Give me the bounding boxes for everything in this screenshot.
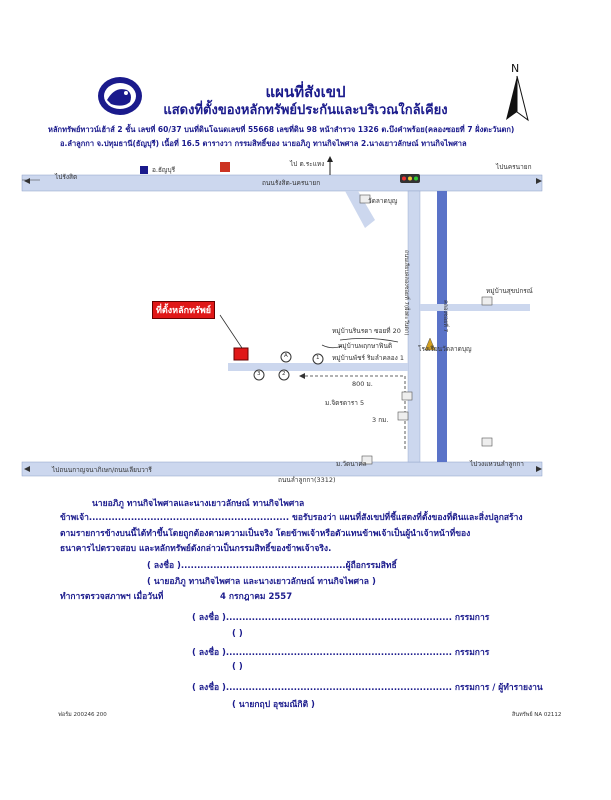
label-to-rangsit: ไปรังสิต [55, 173, 78, 181]
label-road-bottom: ถนนลำลูกกา(3312) [278, 476, 336, 484]
committee-signature-2: ( ลงชื่อ )..............................… [192, 648, 490, 658]
declaration-owners: นายอภิภู ทานกิจไพศาลและนางเยาวลักษณ์ ทาน… [92, 499, 305, 509]
owner-signature-line: ( ลงชื่อ )..............................… [147, 561, 397, 571]
road-to-village-right [420, 304, 530, 311]
temple-icon [424, 337, 436, 351]
label-to-nakhonnayok: ไปนครนายก [496, 163, 532, 171]
page-subtitle: แสดงที่ตั้งของหลักทรัพย์ประกันและบริเวณใ… [163, 103, 448, 118]
page-title: แผนที่สังเขป [265, 83, 346, 101]
circle-a-label: A [284, 353, 288, 359]
label-jittrawat: ม.จิตรดารา 5 [325, 399, 365, 407]
label-village-rinrada: หมู่บ้านรินรดา ซอยที่ 20 [332, 327, 401, 335]
svg-text:N: N [511, 62, 519, 75]
label-jittrawat-distance: 3 กม. [372, 416, 389, 424]
bank-logo [97, 76, 143, 116]
property-icon [233, 347, 249, 361]
committee-signature-1: ( ลงชื่อ )..............................… [192, 613, 490, 623]
declaration-line1: ข้าพเจ้า................................… [60, 513, 523, 523]
footer-asset-code: สินทรัพย์ NA 02112 [512, 712, 562, 718]
label-road-top: ถนนรังสิต-นครนายก [262, 179, 321, 187]
circle-3-label: 3 [257, 371, 261, 377]
label-road-bottom-right: ไปวงแหวนลำลูกกา [470, 460, 524, 468]
property-location-label: ที่ตั้งหลักทรัพย์ [152, 301, 216, 319]
label-village-sirin: หมู่บ้านพัชร์ ริมลำคลอง 1 [332, 354, 405, 362]
label-wat-soi: ม.วัดนาคล [336, 460, 367, 468]
label-school: โรงเรียนวัดลาดบุญ [418, 345, 472, 353]
owner-names: ( นายอภิภู ทานกิจไพศาล และนางเยาวลักษณ์ … [147, 577, 376, 587]
committee-signature-3: ( ลงชื่อ )..............................… [192, 683, 543, 693]
committee-name-2: ( ) [232, 662, 243, 672]
committee-name-1: ( ) [232, 629, 243, 639]
inspect-label: ทำการตรวจสภาพฯ เมื่อวันที่ [60, 592, 164, 602]
circle-1-label: 1 [316, 355, 320, 361]
label-village-sukpakorn: หมู่บ้านสุขปกรณ์ [486, 287, 533, 295]
label-road-bottom-left: ไปถนนกาญจนาภิเษก/ถนนเลียบวารี [52, 466, 152, 474]
label-thanyaburi: อ.ธัญบุรี [152, 166, 176, 174]
declaration-line3: ธนาคารไปตรวจสอบ และหลักทรัพย์ดังกล่าวเป็… [60, 544, 332, 554]
road-soi [345, 191, 375, 228]
label-to-rahaeng: ไป ต.ระแหง [290, 160, 325, 168]
road-to-property [228, 363, 408, 371]
declaration-line2: ตามรายการข้างบนนี้ได้ทำขึ้นโดยถูกต้องตาม… [60, 529, 471, 539]
label-village-pruksa: หมู่บ้านพฤกษาฟินติ [338, 342, 393, 350]
footer-form-code: ฟอร์ม 200246 200 [58, 712, 107, 718]
reporter-name: ( นายกฤป อุชมณีกิติ ) [232, 700, 315, 710]
road-canal-west [407, 190, 421, 463]
property-description-line1: หลักทรัพย์ทาวน์เฮ้าส์ 2 ชั้น เลขที่ 60/3… [48, 125, 515, 134]
canal-soi-7 [437, 191, 447, 462]
north-arrow-icon: N [502, 62, 532, 124]
inspect-date: 4 กรกฎาคม 2557 [220, 592, 293, 602]
label-canal: คลองซอยที่ 7 [442, 300, 448, 333]
label-wat-lat-bun: วัดลาดบุญ [368, 197, 398, 205]
label-canal-road: ถนนเลียบคลองซอยที่ 7(ฝั่งตะวันตก) [403, 250, 409, 336]
circle-2-label: 2 [282, 371, 286, 377]
label-distance: 800 ม. [352, 380, 373, 388]
location-map [21, 156, 543, 477]
property-description-line2: อ.ลำลูกกา จ.ปทุมธานี(ธัญบุรี) เนื้อที่ 1… [60, 139, 467, 148]
